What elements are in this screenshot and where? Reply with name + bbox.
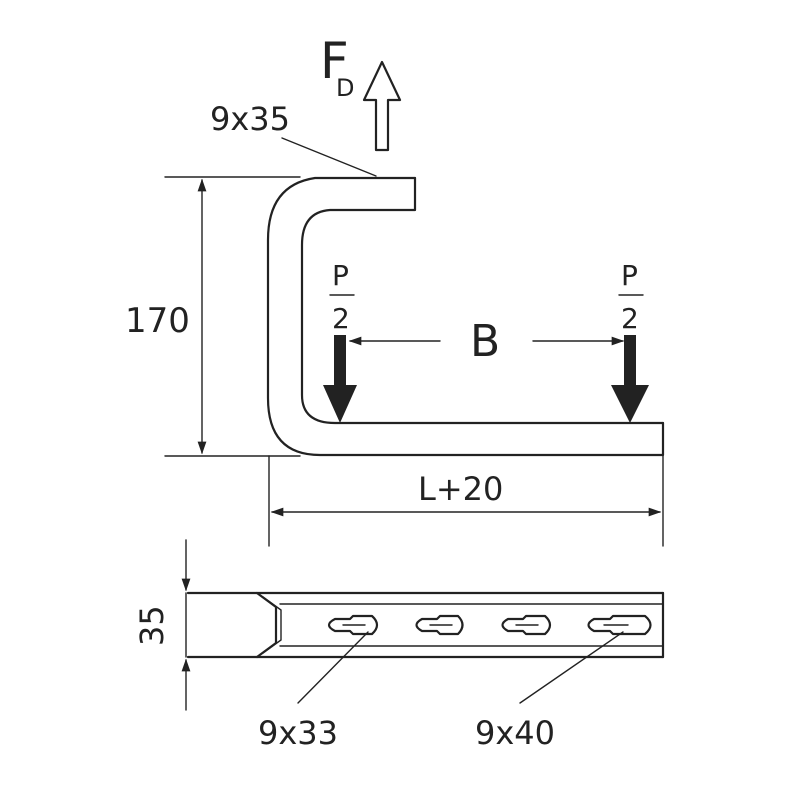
load-left-denominator: 2 [332,302,350,335]
load-left-arrow-down-icon [323,335,357,423]
slot-3 [501,614,552,636]
force-arrow-up-icon [362,60,402,152]
bracket-plan-view [186,591,665,659]
length-label: L+20 [418,470,503,508]
slot-right-leader [519,631,624,704]
width-label: 35 [133,605,171,646]
height-label: 170 [125,301,190,341]
slot-1 [327,614,379,636]
force-subscript: D [336,74,354,102]
load-right-denominator: 2 [621,302,639,335]
load-right-numerator: P [621,259,638,292]
bracket-side-profile [266,176,665,457]
top-flange-label: 9x35 [210,100,290,138]
plan-bend-line [255,591,278,659]
load-right-arrow-down-icon [611,335,649,423]
slot-left-label: 9x33 [258,714,338,752]
bracket-outer-contour [266,176,665,457]
slot-left-leader [297,631,369,704]
bracket-inner-contour [300,176,665,425]
slot-4 [587,614,652,636]
slot-right-label: 9x40 [475,714,555,752]
slot-2 [415,614,464,636]
top-flange-leader [281,137,377,177]
spacing-label: B [470,316,500,367]
plan-bend-inner [262,596,282,654]
force-label: F [320,32,349,90]
load-left-numerator: P [332,259,349,292]
